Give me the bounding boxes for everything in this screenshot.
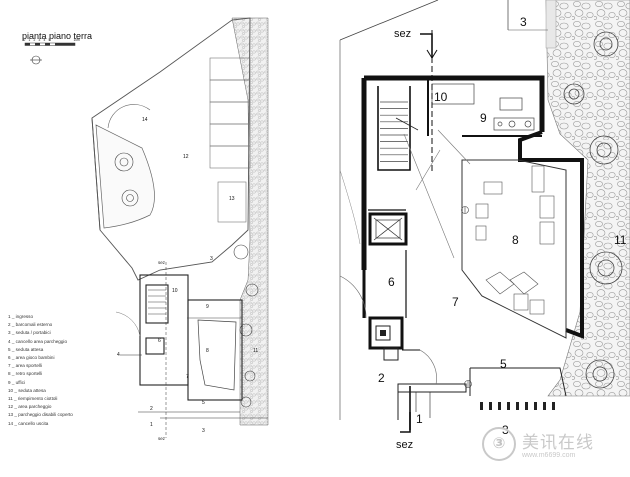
section-marker-top: sez: [394, 28, 411, 40]
scale-tick-label: 4: [44, 38, 46, 42]
bike-rack-post: [543, 402, 546, 410]
legend-item: 3 _ seduta / portabici: [8, 330, 51, 336]
watermark-logo: ③: [482, 427, 516, 461]
drawing-title: pianta piano terra: [22, 31, 93, 41]
overview-room-label: 10: [172, 288, 178, 294]
detail-room-label: 1: [416, 412, 423, 426]
overview-room-label: 4: [117, 352, 120, 358]
scale-tick-label: 5: [49, 38, 51, 42]
legend-item: 7 _ area sportelli: [8, 363, 42, 369]
overview-room-label: 13: [229, 196, 235, 202]
section-marker-bottom: sez: [396, 439, 413, 451]
watermark-url: www.m6699.com: [522, 452, 576, 459]
legend-item: 14 _ cancello uscita: [8, 420, 49, 426]
overview-room-label: 3: [202, 428, 205, 434]
legend-item: 6 _ area gioco bambini: [8, 355, 55, 361]
overview-room-label: 12: [183, 154, 189, 160]
legend-item: 4 _ cancello area parcheggio: [8, 338, 67, 344]
legend-list: 1 _ ingresso 2 _ barcomali esterno 3 _ sed…: [8, 313, 138, 428]
overview-room-label: 7: [186, 374, 189, 380]
staircase: [380, 101, 408, 162]
legend-item: 9 _ uffici: [8, 379, 26, 385]
detail-room-label: 7: [452, 295, 459, 309]
bike-rack-post: [507, 402, 510, 410]
overview-room-label: 2: [150, 406, 153, 412]
overview-room-label: 5: [202, 400, 205, 406]
bike-rack-post: [498, 402, 501, 410]
scale-tick-label: 10m: [74, 38, 81, 42]
detail-room-label: 9: [480, 111, 487, 125]
bike-rack-post: [525, 402, 528, 410]
legend-item: 8 _ retro sportelli: [8, 371, 43, 377]
legend-item: 5 _ seduta attesa: [8, 346, 44, 352]
overview-room-label: 1: [150, 422, 153, 428]
bike-rack-post: [552, 402, 555, 410]
bike-rack-post: [480, 402, 483, 410]
scale-tick-label: 0: [24, 38, 26, 42]
scale-tick-label: 2: [34, 38, 36, 42]
scale-tick-label: 1: [29, 38, 31, 42]
overview-room-label: 6: [158, 338, 161, 344]
detail-room-label: 2: [378, 371, 385, 385]
legend-item: 13 _ parcheggio disabili coperto: [8, 412, 73, 418]
bike-rack-post: [516, 402, 519, 410]
bike-rack-posts: [480, 402, 555, 410]
detail-room-label: 5: [500, 357, 507, 371]
legend-item: 2 _ barcomali esterno: [8, 322, 53, 328]
detail-room-label: 6: [388, 275, 395, 289]
elevator: [373, 217, 403, 241]
legend-item: 1 _ ingresso: [8, 314, 34, 319]
scale-tick-label: 3: [39, 38, 41, 42]
overview-room-label: 9: [206, 304, 209, 310]
detail-room-label: 3: [520, 15, 527, 29]
overview-room-label: 14: [142, 117, 148, 123]
legend-item: 11 _ riempimento ciottoli: [8, 396, 58, 402]
detail-room-label: 11: [614, 233, 627, 247]
legend-item: 10 _ seduta attesa: [8, 387, 46, 393]
overview-room-label: 3: [210, 256, 213, 262]
section-marker-bottom-small: sez: [158, 436, 166, 441]
legend-item: 12 _ area parcheggio: [8, 404, 52, 410]
overview-room-label: 11: [253, 348, 258, 354]
section-marker-top-small: sez: [158, 260, 166, 265]
bike-rack-post: [489, 402, 492, 410]
watermark: ③ 美讯在线 www.m6699.com: [482, 427, 624, 467]
north-arrow-icon: [30, 55, 42, 65]
detail-room-label: 8: [512, 233, 519, 247]
watermark-name: 美讯在线: [522, 433, 594, 452]
detail-room-label: 10: [434, 90, 448, 104]
bike-rack-post: [534, 402, 537, 410]
overview-room-label: 8: [206, 348, 209, 354]
